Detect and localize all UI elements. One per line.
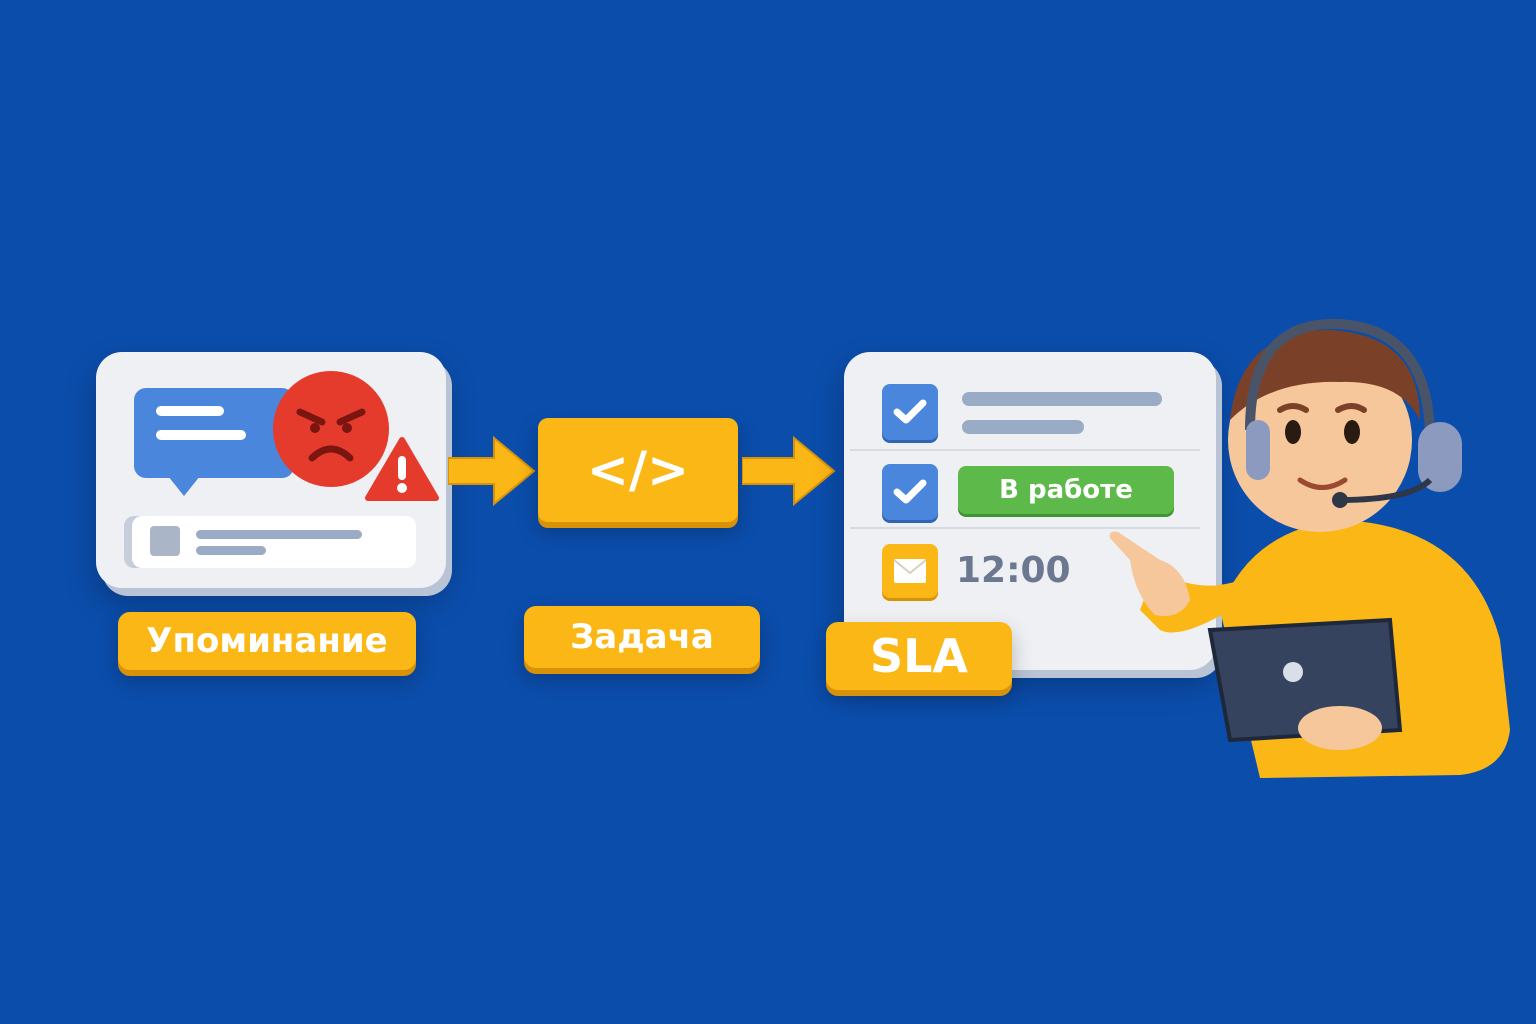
sla-label: SLA xyxy=(826,622,1012,690)
chat-bubble-icon xyxy=(134,388,294,496)
calendar-mail-icon xyxy=(882,544,938,598)
task-label: Задача xyxy=(524,606,760,668)
arrow-right-icon xyxy=(448,435,536,507)
angry-face-icon xyxy=(273,371,389,487)
sla-time: 12:00 xyxy=(956,550,1071,591)
warning-icon xyxy=(365,437,439,501)
checkbox-checked[interactable] xyxy=(882,464,938,520)
code-block: </> xyxy=(538,418,738,522)
message-row xyxy=(132,516,416,568)
mention-card xyxy=(96,352,446,588)
checkbox-checked[interactable] xyxy=(882,384,938,440)
code-icon: </> xyxy=(586,441,690,499)
arrow-right-icon xyxy=(742,435,836,507)
support-agent-illustration xyxy=(1109,318,1510,778)
status-badge: В работе xyxy=(958,466,1174,514)
mention-label: Упоминание xyxy=(118,612,416,670)
